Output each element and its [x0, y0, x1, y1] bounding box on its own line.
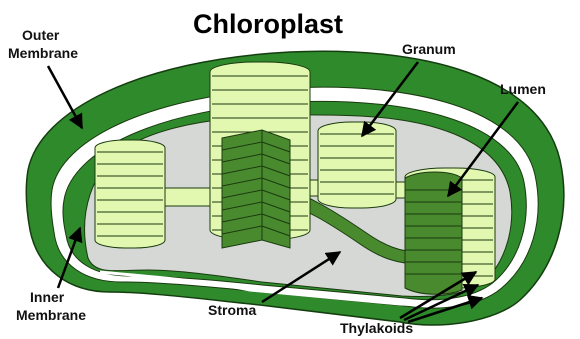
- label-stroma: Stroma: [208, 302, 256, 318]
- label-outer-membrane-line2: Membrane: [8, 45, 78, 61]
- label-lumen: Lumen: [500, 81, 546, 97]
- page-title: Chloroplast: [193, 9, 343, 39]
- label-thylakoids: Thylakoids: [340, 320, 413, 336]
- label-inner-membrane-line2: Membrane: [16, 307, 86, 323]
- granum-stack-cut: [405, 168, 495, 294]
- granum-stack-right: [318, 122, 396, 208]
- label-granum: Granum: [402, 41, 456, 57]
- label-inner-membrane-line1: Inner: [30, 289, 65, 305]
- label-outer-membrane-line1: Outer: [22, 27, 60, 43]
- granum-stack-center: [210, 62, 310, 248]
- granum-stack-left: [95, 140, 165, 248]
